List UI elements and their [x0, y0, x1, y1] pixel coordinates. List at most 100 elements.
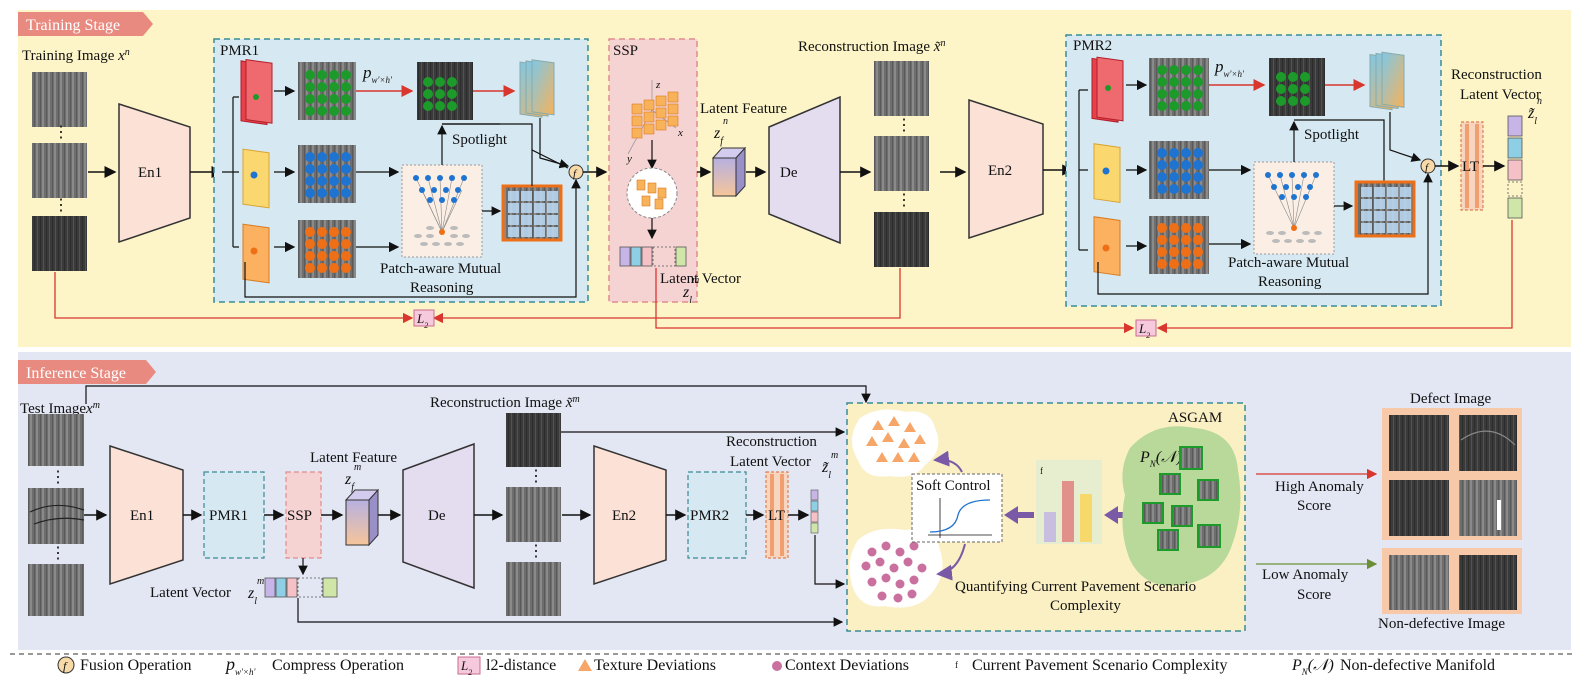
inference-recon-2	[506, 487, 561, 542]
legend-complexity: Current Pavement Scenario Complexity	[972, 657, 1228, 674]
spotlight-label-2: Spotlight	[1304, 127, 1360, 143]
legend-context: Context Deviations	[785, 657, 909, 674]
en2-label: En2	[988, 163, 1012, 179]
inference-recon-image-label: Reconstruction Image x̃m	[430, 394, 580, 412]
inference-recon-latent-2: Latent Vector	[730, 454, 811, 470]
high-anomaly-label-1: High Anomaly	[1275, 479, 1364, 495]
inference-latent-feature-label: Latent Feature	[310, 450, 397, 466]
test-image-3	[28, 564, 84, 616]
quantifying-label-1: Quantifying Current Pavement Scenario	[955, 579, 1196, 595]
compress-p-label-2: pw'×h'	[1214, 57, 1245, 79]
patch-aware-label-2: Reasoning	[410, 280, 474, 296]
legend-compress: Compress Operation	[272, 657, 404, 674]
patch-aware2-label-2: Reasoning	[1258, 274, 1322, 290]
encoder-en1	[118, 102, 191, 244]
svg-text:f: f	[1425, 162, 1430, 174]
ellipsis: ⋮	[53, 124, 69, 141]
low-anomaly-label-1: Low Anomaly	[1262, 567, 1349, 583]
green-patch-grid	[298, 62, 356, 120]
inference-ssp-label: SSP	[287, 508, 312, 524]
decoder-de	[768, 95, 841, 245]
inference-stage-label: Inference Stage	[26, 365, 126, 382]
manifold-patches	[1142, 446, 1221, 551]
en1-label: En1	[138, 165, 162, 181]
recon-image-3	[874, 212, 929, 267]
recon-image-label: Reconstruction Image x̃n	[798, 38, 945, 56]
inference-latent-cube	[344, 488, 380, 547]
inference-latent-vector-blocks	[264, 577, 338, 598]
high-anomaly-label-2: Score	[1297, 498, 1331, 514]
pmr1-label: PMR1	[220, 43, 259, 59]
inference-lt-label: LT	[768, 508, 785, 524]
quantifying-label-2: Complexity	[1050, 598, 1121, 614]
patch-aware-label-1: Patch-aware Mutual	[380, 261, 501, 277]
compress-legend-icon: pw'×h'	[224, 654, 257, 677]
inference-pmr1-label: PMR1	[209, 508, 248, 524]
ellipsis: ⋮	[53, 197, 69, 214]
texture-legend-icon	[578, 659, 592, 671]
training-image-2	[32, 143, 87, 198]
l2-box-1	[413, 309, 435, 327]
training-image-3	[32, 216, 87, 271]
svg-text:f: f	[1040, 466, 1043, 476]
training-image-1	[32, 72, 87, 127]
asgam-label: ASGAM	[1168, 410, 1222, 426]
complexity-legend-icon: f	[955, 660, 958, 670]
recon-latent-label-2: Latent Vector	[1460, 87, 1541, 103]
feature-stack	[519, 59, 555, 118]
svg-text:L2: L2	[460, 658, 472, 677]
inference-de-label: De	[428, 508, 446, 524]
inference-recon-latent-vector	[810, 489, 819, 534]
defect-image-label: Defect Image	[1410, 391, 1492, 407]
legend-manifold: Non-defective Manifold	[1340, 657, 1495, 674]
svg-text:z: z	[655, 79, 661, 91]
legend-texture: Texture Deviations	[594, 657, 716, 674]
svg-text:L2: L2	[1138, 321, 1150, 340]
training-image-label: Training Image xn	[22, 47, 130, 65]
legend-l2: l2-distance	[486, 657, 556, 674]
non-defective-label: Non-defective Image	[1378, 616, 1505, 632]
inference-recon-3	[506, 562, 561, 616]
spotlight-label: Spotlight	[452, 132, 508, 148]
inference-recon-1	[506, 413, 561, 467]
svg-text:f: f	[573, 168, 578, 180]
inference-encoder-en1	[109, 444, 184, 586]
low-anomaly-label-2: Score	[1297, 587, 1331, 603]
patch-aware2-label-1: Patch-aware Mutual	[1228, 255, 1349, 271]
soft-control-label: Soft Control	[916, 478, 991, 494]
svg-text:L2: L2	[416, 311, 428, 330]
context-legend-icon	[772, 661, 782, 671]
l2-box-2	[1135, 319, 1157, 337]
inference-latent-vector-label: Latent Vector	[150, 585, 231, 601]
encoder-en2	[968, 98, 1044, 240]
ellipsis: ⋮	[896, 192, 912, 209]
latent-feature-cube	[711, 146, 747, 198]
compress-p-label: pw'×h'	[362, 63, 393, 85]
legend-fusion: Fusion Operation	[80, 657, 192, 674]
inference-encoder-en2	[593, 444, 667, 586]
manifold-legend-icon: PN(𝒩)	[1291, 657, 1334, 677]
svg-text:x: x	[677, 127, 683, 139]
ellipsis: ⋮	[528, 543, 544, 560]
recon-latent-vector	[1507, 115, 1523, 219]
recon-latent-label-1: Reconstruction	[1451, 67, 1542, 83]
latent-vector-label: Latent Vector	[660, 271, 741, 287]
test-image-1	[28, 414, 84, 466]
ellipsis: ⋮	[50, 545, 66, 562]
legend: f Fusion Operation pw'×h' Compress Opera…	[57, 654, 1495, 677]
inference-stage-panel	[18, 352, 1571, 650]
inference-decoder-de	[402, 442, 475, 590]
inference-pmr2	[687, 471, 747, 559]
lt-label: LT	[1462, 159, 1479, 175]
inference-recon-latent-1: Reconstruction	[726, 434, 817, 450]
pmr2-label: PMR2	[1073, 38, 1112, 54]
inference-pmr1	[203, 471, 265, 559]
fusion-legend-icon	[57, 656, 75, 674]
purple-arrow-1	[1004, 506, 1034, 524]
inference-stage-tag	[18, 360, 156, 384]
test-image-2	[28, 488, 84, 544]
ellipsis: ⋮	[528, 468, 544, 485]
ellipsis: ⋮	[896, 117, 912, 134]
recon-image-2	[874, 136, 929, 191]
